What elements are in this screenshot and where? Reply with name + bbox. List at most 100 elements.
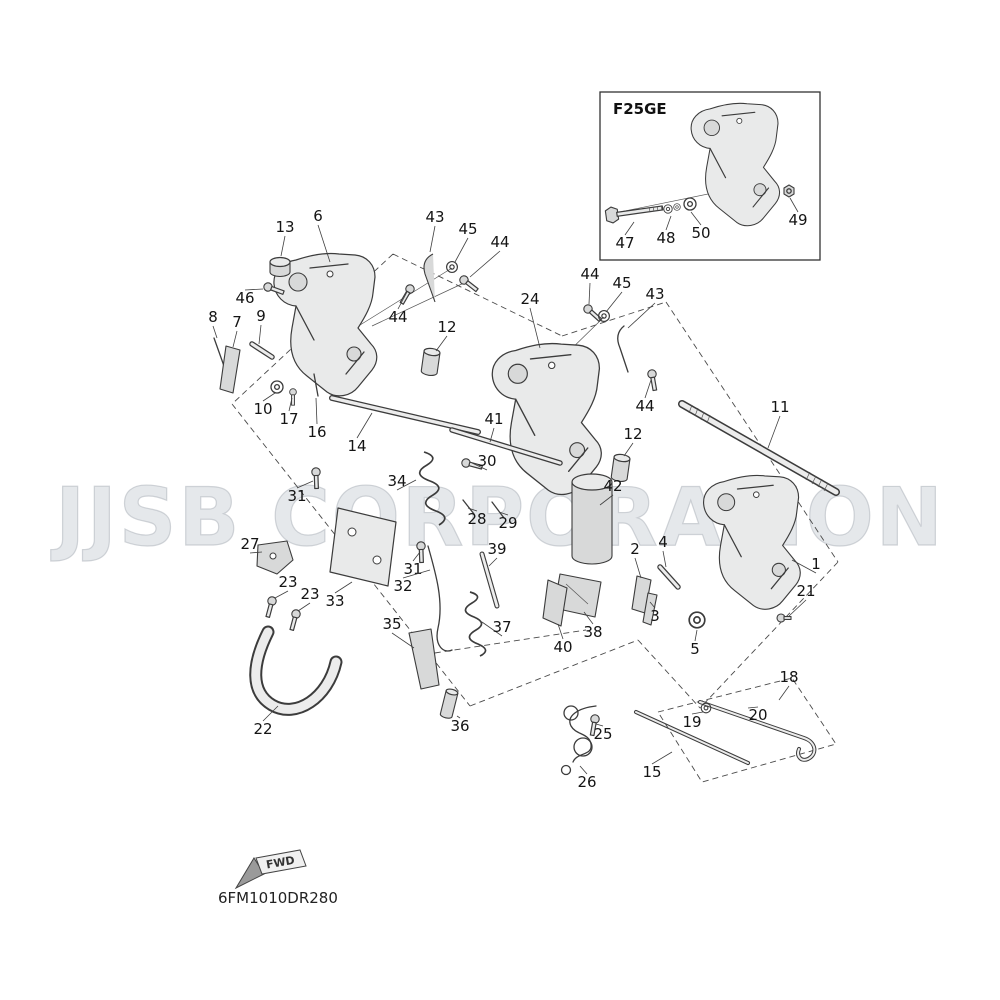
callout-leader-9 [258, 324, 262, 345]
part-23-bolt-b [287, 608, 302, 632]
callout-leader-13 [280, 235, 286, 257]
inset-f25ge: F25GE [599, 91, 821, 261]
callout-leader-22 [262, 705, 279, 722]
part-12-bushing-left [420, 346, 442, 377]
part-callout-37: 37 [492, 618, 511, 636]
callout-leader-10 [262, 392, 276, 402]
part-13-cap [269, 256, 291, 278]
callout-leader-38 [583, 611, 594, 625]
part-callout-17: 17 [279, 410, 298, 428]
callout-leader-45 [605, 291, 623, 313]
part-callout-26: 26 [577, 773, 596, 791]
part-callout-36: 36 [450, 717, 469, 735]
part-34-spring [418, 451, 446, 526]
part-callout-2: 2 [630, 540, 640, 558]
part-callout-33: 33 [325, 592, 344, 610]
part-3-lever [642, 592, 658, 626]
part-callout-4: 4 [658, 533, 668, 551]
part-18-kit [657, 677, 837, 783]
callout-leader-21 [788, 599, 807, 617]
part-callout-29: 29 [498, 514, 517, 532]
part-callout-11: 11 [770, 398, 789, 416]
part-29-pin [491, 501, 505, 519]
part-callout-23: 23 [278, 573, 297, 591]
callout-leader-30 [471, 462, 488, 471]
part-36-pin [439, 688, 459, 719]
callout-leader-45 [454, 237, 469, 263]
part-callout-48: 48 [656, 229, 675, 247]
part-45-washer-a [446, 261, 458, 273]
part-callout-42: 42 [603, 477, 622, 495]
part-42-cylinder [571, 473, 613, 565]
part-callout-18: 18 [779, 668, 798, 686]
part-callout-24: 24 [520, 290, 539, 308]
callout-leader-50 [690, 211, 702, 226]
callout-leader-16 [315, 397, 318, 425]
part-callout-3: 3 [650, 607, 660, 625]
part-callout-28: 28 [467, 510, 486, 528]
callout-leader-44 [644, 379, 652, 399]
callout-leader-11 [767, 415, 781, 449]
callout-leader-15 [651, 751, 673, 765]
part-44-bolt-b [397, 282, 417, 306]
inset-nut-49 [783, 184, 795, 198]
part-callout-1: 1 [811, 555, 821, 573]
callout-leader-27 [249, 551, 263, 554]
callout-leader-29 [498, 511, 509, 516]
part-21-plug [776, 613, 792, 623]
callout-leader-31 [412, 551, 421, 562]
part-callout-14: 14 [347, 437, 366, 455]
part-callout-20: 20 [748, 706, 767, 724]
part-27-bracket [256, 540, 294, 575]
part-callout-44: 44 [490, 233, 509, 251]
part-10-washer [270, 380, 284, 394]
callout-leader-19 [691, 711, 704, 715]
part-16-pin [313, 373, 319, 397]
part-callout-16: 16 [307, 423, 326, 441]
callout-leader-44 [469, 250, 501, 278]
callout-leader-28 [467, 507, 478, 512]
callout-leader-4 [662, 550, 667, 568]
part-callout-41: 41 [484, 410, 503, 428]
part-callout-46: 46 [235, 289, 254, 307]
part-callout-38: 38 [583, 623, 602, 641]
drawing-code: 6FM1010DR280 [218, 889, 338, 907]
fwd-banner [255, 849, 307, 875]
part-39-rod [479, 551, 500, 609]
part-callout-50: 50 [691, 224, 710, 242]
part-callout-47: 47 [615, 234, 634, 252]
callout-leader-49 [789, 197, 799, 213]
callout-leader-14 [356, 412, 373, 439]
part-callout-6: 6 [313, 207, 323, 225]
part-callout-44: 44 [580, 265, 599, 283]
callout-leader-36 [456, 715, 461, 719]
fwd-label: FWD [265, 854, 296, 872]
callout-leader-31 [296, 480, 314, 489]
part-callout-44: 44 [388, 308, 407, 326]
fwd-arrow: FWD [234, 849, 307, 890]
callout-leader-2 [634, 557, 642, 579]
part-20-hook-rod [698, 700, 817, 762]
callout-leader-43 [429, 225, 436, 253]
callout-leader-34 [396, 479, 417, 491]
part-callout-25: 25 [593, 725, 612, 743]
callout-leader-39 [488, 557, 498, 567]
part-43-pin-left [423, 253, 436, 303]
part-4-pin [657, 564, 681, 590]
part-41-rod [449, 427, 563, 466]
part-callout-9: 9 [256, 307, 266, 325]
part-callout-34: 34 [387, 472, 406, 490]
callout-leader-5 [694, 629, 698, 642]
callout-leader-32 [402, 569, 431, 579]
callout-leader-35 [391, 632, 415, 649]
part-35-bracket [408, 628, 440, 690]
callout-leader-23 [297, 602, 311, 612]
part-callout-39: 39 [487, 540, 506, 558]
callout-leader-8 [212, 325, 218, 339]
part-43-pin-right [617, 325, 629, 373]
part-44-bolt-d [646, 368, 660, 392]
part-32-wire [427, 545, 453, 652]
callout-leader-1 [791, 559, 817, 574]
callout-leader-6 [317, 224, 331, 263]
